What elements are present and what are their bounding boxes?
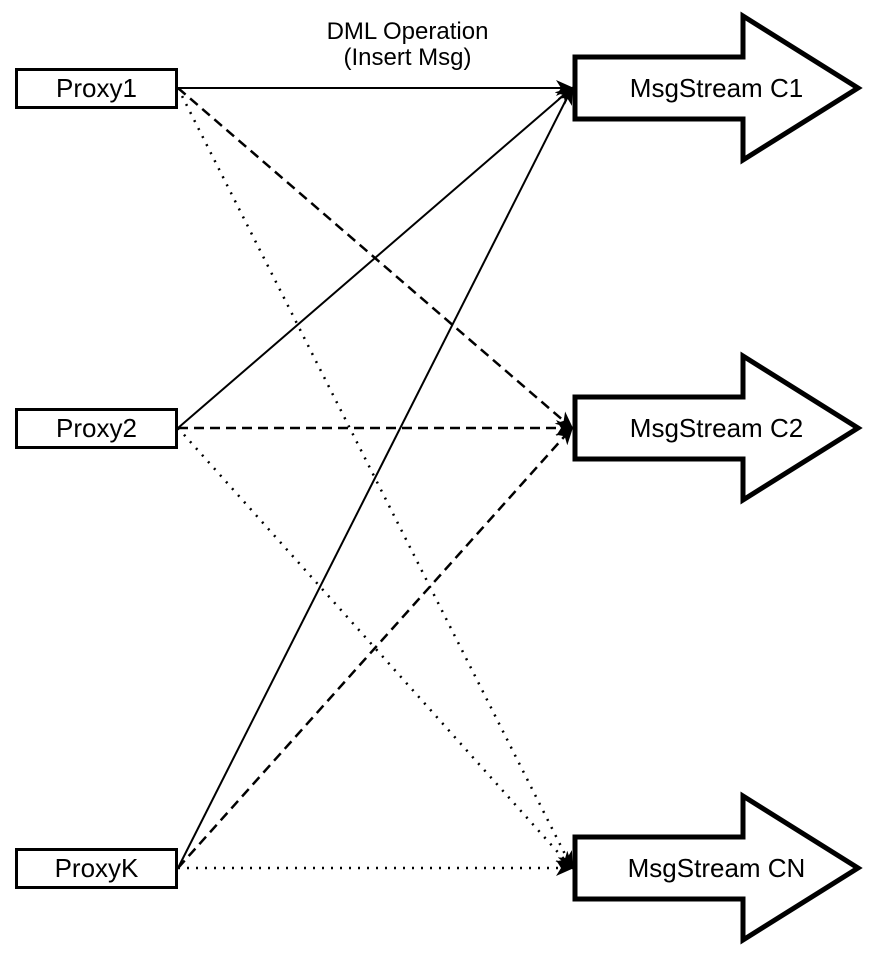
- edge-proxyk-to-c2: [177, 426, 574, 869]
- edge-proxy1-to-c2: [177, 87, 574, 430]
- proxy1-label: Proxy1: [56, 73, 137, 103]
- edge-proxy1-to-cn: [176, 87, 574, 870]
- edges-layer: [176, 80, 574, 876]
- dml-operation-line2: (Insert Msg): [343, 44, 472, 71]
- edge-proxyk-to-c1: [177, 86, 573, 869]
- msgstream-cn-label: MsgStream CN: [627, 853, 806, 883]
- msgstream-cn-block-arrow: [572, 791, 863, 945]
- dml-operation-annotation: DML Operation (Insert Msg): [300, 19, 515, 71]
- proxy2-box: Proxy2: [15, 408, 178, 449]
- proxy2-label: Proxy2: [56, 413, 137, 443]
- proxy1-box: Proxy1: [15, 68, 178, 109]
- proxyk-box: ProxyK: [15, 848, 178, 889]
- msgstream-c1-block-arrow: [572, 11, 863, 165]
- dml-operation-line1: DML Operation: [326, 18, 489, 45]
- msgstream-c1-label: MsgStream C1: [629, 73, 804, 103]
- msgstream-c2-label: MsgStream C2: [629, 413, 804, 443]
- proxyk-label: ProxyK: [54, 853, 139, 883]
- msgstream-c2-block-arrow: [572, 351, 863, 505]
